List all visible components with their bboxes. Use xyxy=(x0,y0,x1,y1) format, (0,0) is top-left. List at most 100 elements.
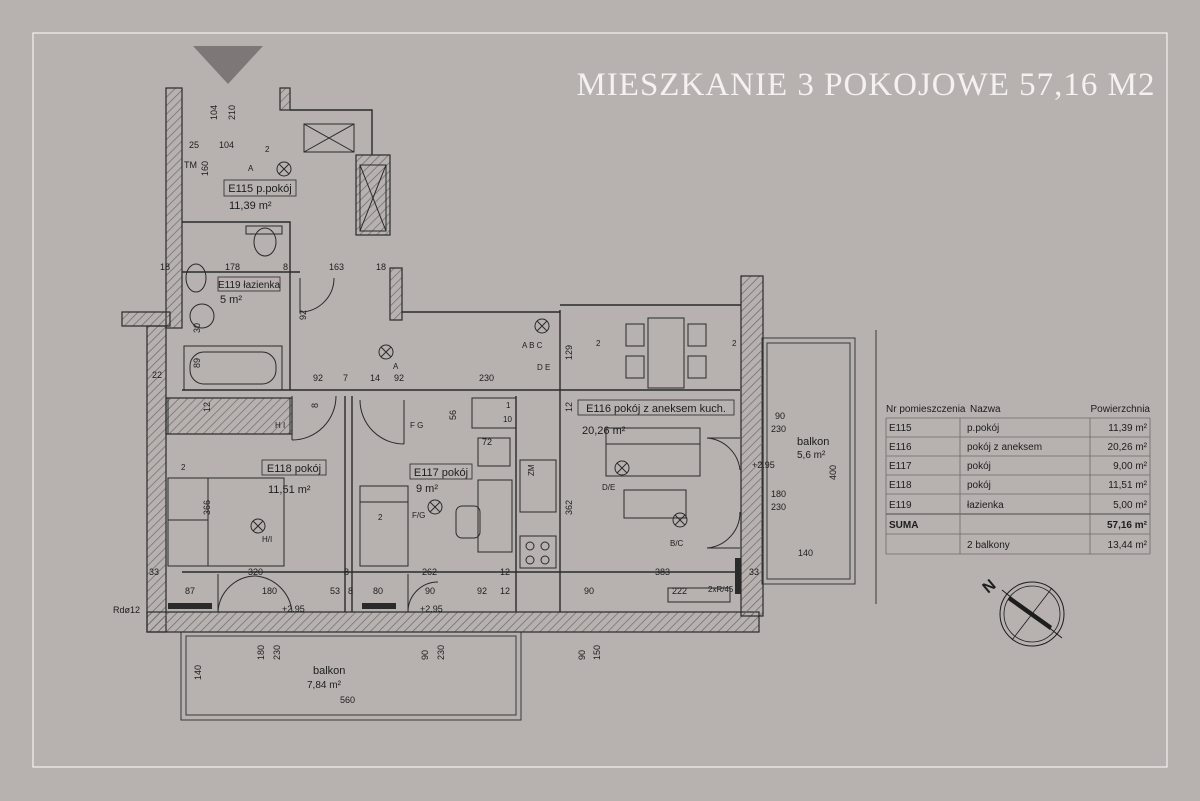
dim-label: 80 xyxy=(373,586,383,596)
symbol-label: A B C xyxy=(522,341,543,350)
dim-label: 383 xyxy=(655,567,670,577)
dim-label: 320 xyxy=(248,567,263,577)
room-name-e116: E116 pokój z aneksem kuch. xyxy=(586,403,726,415)
dim-label: +2.95 xyxy=(752,460,775,470)
room-name-e119: E119 łazienka xyxy=(218,280,281,291)
dim-label: 160 xyxy=(200,161,210,176)
table-cell: 11,51 m² xyxy=(1108,480,1147,491)
dim-label: 262 xyxy=(422,567,437,577)
dim-label: 7 xyxy=(343,373,348,383)
north-arrow-icon: N xyxy=(980,577,1065,647)
symbol-label: H/I xyxy=(262,535,272,544)
symbol-label: D E xyxy=(537,363,550,372)
dim-label: 90 xyxy=(577,650,587,660)
dim-label: 90 xyxy=(584,586,594,596)
dim-label: 129 xyxy=(564,345,574,360)
dim-label: 12 xyxy=(202,402,212,412)
room-name-e115: E115 p.pokój xyxy=(228,183,291,195)
table-header-name: Nazwa xyxy=(970,404,1001,415)
compass-label: N xyxy=(980,577,1000,597)
dim-label: 92 xyxy=(477,586,487,596)
dim-label: 12 xyxy=(500,586,510,596)
entrance-marker-icon xyxy=(193,46,263,84)
balcony-bottom-area: 7,84 m² xyxy=(307,680,342,691)
dim-label: 12 xyxy=(564,402,574,412)
dim-label: 53 xyxy=(330,586,340,596)
dim-label: 150 xyxy=(592,645,602,660)
dim-label: 92 xyxy=(298,310,308,320)
balcony-right-area: 5,6 m² xyxy=(797,450,826,461)
dim-label: 72 xyxy=(482,437,492,447)
balcony-bottom xyxy=(180,631,522,721)
table-cell: pokój xyxy=(967,480,991,491)
furniture xyxy=(167,123,731,603)
dim-label: 8 xyxy=(348,586,353,596)
dim-label: 90 xyxy=(425,586,435,596)
symbol-label: A xyxy=(393,362,399,371)
dim-label: 92 xyxy=(313,373,323,383)
table-cell: 5,00 m² xyxy=(1113,500,1148,511)
electrical-symbols: A A A B C D E F G H I D/E B/C F/G H/I 2 … xyxy=(181,145,737,594)
table-cell: E116 xyxy=(889,442,912,453)
dim-label: 362 xyxy=(564,500,574,515)
dim-label: 33 xyxy=(149,567,159,577)
table-cell: E117 xyxy=(889,461,912,472)
symbol-label: 2 xyxy=(181,463,186,472)
room-area-e117: 9 m² xyxy=(416,483,438,495)
table-header-number: Nr pomieszczenia xyxy=(886,404,966,415)
dim-label: 163 xyxy=(329,262,344,272)
page-frame xyxy=(32,32,1168,768)
table-cell: łazienka xyxy=(967,500,1004,511)
dim-label: 30 xyxy=(192,323,202,333)
dim-label: 230 xyxy=(479,373,494,383)
dim-label: 8 xyxy=(344,567,349,577)
dim-label: 230 xyxy=(771,424,786,434)
symbol-label: 1 xyxy=(506,401,511,410)
doors xyxy=(217,277,741,613)
table-sum-label: SUMA xyxy=(889,520,918,531)
symbol-label: 2 xyxy=(265,145,270,154)
dim-label: 90 xyxy=(420,650,430,660)
dim-label: 8 xyxy=(283,262,288,272)
page-title: MIESZKANIE 3 POKOJOWE 57,16 M2 xyxy=(576,67,1155,103)
windows xyxy=(168,558,741,609)
room-area-e116: 20,26 m² xyxy=(582,425,626,437)
symbol-label: A xyxy=(248,164,254,173)
symbol-label: 2 xyxy=(596,339,601,348)
symbol-label: 2xR/45 xyxy=(708,585,734,594)
dim-label: 18 xyxy=(160,262,170,272)
table-cell: E119 xyxy=(889,500,912,511)
symbol-label: F G xyxy=(410,421,423,430)
table-cell: 20,26 m² xyxy=(1108,442,1148,453)
dim-label: 12 xyxy=(500,567,510,577)
dim-label: 230 xyxy=(272,645,282,660)
dim-label: 180 xyxy=(256,645,266,660)
symbol-label: F/G xyxy=(412,511,425,520)
dim-label: 210 xyxy=(227,105,237,120)
dim-label: 33 xyxy=(749,567,759,577)
symbol-label: 10 xyxy=(503,415,512,424)
dim-label: 104 xyxy=(209,105,219,120)
table-header-area: Powierzchnia xyxy=(1091,404,1151,415)
room-labels: E115 p.pokój 11,39 m² E119 łazienka 5 m²… xyxy=(217,179,829,691)
balcony-right-label: balkon xyxy=(797,436,829,448)
interior-walls xyxy=(182,109,741,612)
dim-label: 230 xyxy=(771,502,786,512)
room-area-e119: 5 m² xyxy=(220,294,242,306)
walls xyxy=(121,87,764,633)
dimension-labels: 104 210 104 160 25 TM 18 178 8 163 18 92… xyxy=(113,105,838,705)
symbol-label: ZM xyxy=(527,464,536,476)
dim-label: 222 xyxy=(672,586,687,596)
dim-label: 89 xyxy=(192,358,202,368)
dim-label: 90 xyxy=(775,411,785,421)
dim-label: 366 xyxy=(202,500,212,515)
table-cell: p.pokój xyxy=(967,423,999,434)
table-cell: pokój z aneksem xyxy=(967,442,1042,453)
dim-label: 560 xyxy=(340,695,355,705)
dim-label: 140 xyxy=(193,665,203,680)
symbol-label: 2 xyxy=(378,513,383,522)
dim-label: 18 xyxy=(376,262,386,272)
symbol-label: 2 xyxy=(732,339,737,348)
dim-label: 104 xyxy=(219,140,234,150)
